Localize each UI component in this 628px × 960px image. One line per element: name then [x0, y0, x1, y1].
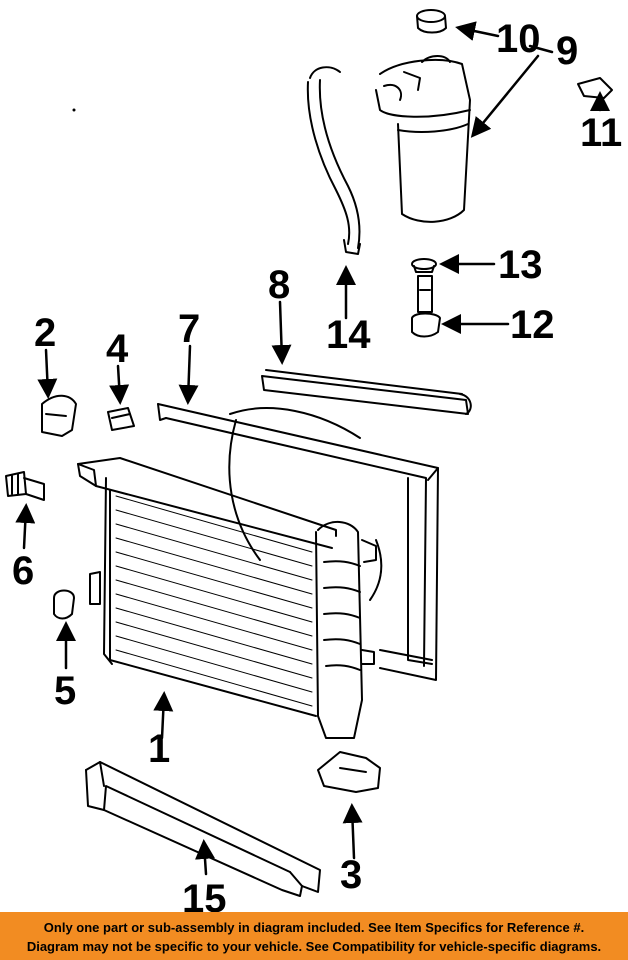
- stray-dot: [72, 108, 76, 112]
- bracket-drawing: [41, 394, 77, 437]
- disclaimer-line-1: Only one part or sub-assembly in diagram…: [43, 920, 585, 935]
- callout-4: 4: [106, 327, 129, 371]
- parts-diagram: 1 2 3 4 5 6 7 8 9 10 11 12 13 14 15: [5, 9, 622, 912]
- clip-drawing: [107, 407, 135, 431]
- reservoir-drawing: [375, 55, 471, 223]
- hose-drawing: [306, 66, 361, 255]
- leader-arrows: [15, 21, 610, 876]
- callout-14: 14: [326, 313, 371, 357]
- callout-12: 12: [510, 303, 555, 347]
- callout-6: 6: [12, 549, 34, 593]
- callout-9: 9: [556, 29, 578, 73]
- callout-5: 5: [54, 669, 76, 713]
- seal-drawing: [261, 369, 472, 415]
- callout-15: 15: [182, 877, 227, 912]
- cap-drawing: [416, 9, 447, 34]
- grommet-drawing: [53, 589, 75, 620]
- callout-3: 3: [340, 853, 362, 897]
- callout-7: 7: [178, 307, 200, 351]
- clamp-drawing: [577, 77, 613, 99]
- callout-1: 1: [148, 727, 170, 771]
- callout-8: 8: [268, 263, 290, 307]
- callout-2: 2: [34, 311, 56, 355]
- disclaimer-banner: Only one part or sub-assembly in diagram…: [0, 912, 628, 960]
- fan-shroud-drawing: [157, 403, 439, 681]
- disclaimer-line-2: Diagram may not be specific to your vehi…: [26, 939, 602, 954]
- level-sensor-drawing: [411, 275, 441, 338]
- callout-labels: 1 2 3 4 5 6 7 8 9 10 11 12 13 14 15: [12, 17, 622, 912]
- callout-11: 11: [580, 111, 622, 155]
- lower-mount-drawing: [317, 751, 381, 793]
- lower-support-drawing: [85, 761, 321, 897]
- o-ring-drawing: [411, 258, 437, 273]
- sensor-drawing: [5, 471, 45, 501]
- callout-10: 10: [496, 17, 541, 61]
- radiator-drawing: [77, 457, 377, 739]
- callout-13: 13: [498, 243, 543, 287]
